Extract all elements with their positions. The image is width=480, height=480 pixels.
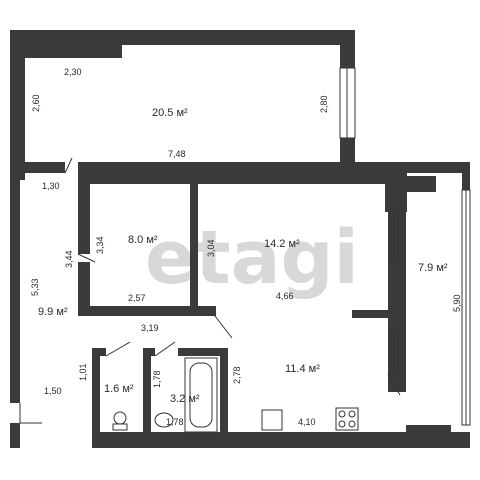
room-area-living: 20.5 м²: [152, 107, 188, 119]
room-area-wc: 1.6 м²: [104, 383, 134, 395]
room-area-hall: 9.9 м²: [38, 306, 68, 318]
room-area-bath: 3.2 м²: [170, 393, 200, 405]
dimension-label: 3,34: [95, 236, 105, 254]
dimension-label: 1,78: [152, 370, 162, 388]
walls: [10, 30, 470, 448]
doors: [19, 157, 401, 424]
watermark-brand: etagi: [145, 215, 359, 301]
stove-icon: [335, 407, 359, 431]
dimension-label: 5,90: [452, 294, 462, 312]
dimension-label: 2,80: [319, 95, 329, 113]
bathtub: [184, 357, 218, 433]
room-area-balcony: 7.9 м²: [418, 262, 448, 274]
toilet-icon: [113, 411, 127, 425]
sink-icon: [154, 412, 174, 428]
dimension-label: 3,44: [64, 250, 74, 268]
dimension-label: 4,10: [298, 417, 316, 427]
dimension-label: 1,30: [42, 181, 60, 191]
dimension-label: 2,78: [232, 366, 242, 384]
dimension-label: 5,33: [30, 278, 40, 296]
kitchen-sink: [261, 409, 283, 431]
room-area-bedroom: 8.0 м²: [128, 234, 158, 246]
room-area-room3: 14.2 м²: [264, 238, 300, 250]
dimension-label: 1,78: [166, 417, 184, 427]
fixtures: [112, 357, 359, 433]
windows: [339, 67, 471, 426]
dimension-label: 2,30: [64, 67, 82, 77]
dimension-label: 3,04: [206, 239, 216, 257]
dimension-label: 3,19: [141, 323, 159, 333]
dimension-label: 2,57: [128, 293, 146, 303]
dimension-label: 4,66: [276, 291, 294, 301]
room-area-kitchen: 11.4 м²: [285, 363, 320, 375]
dimension-label: 7,48: [168, 149, 186, 159]
dimension-label: 1,01: [78, 363, 88, 381]
dimension-label: 2,60: [31, 94, 41, 112]
dimension-label: 1,50: [44, 386, 62, 396]
